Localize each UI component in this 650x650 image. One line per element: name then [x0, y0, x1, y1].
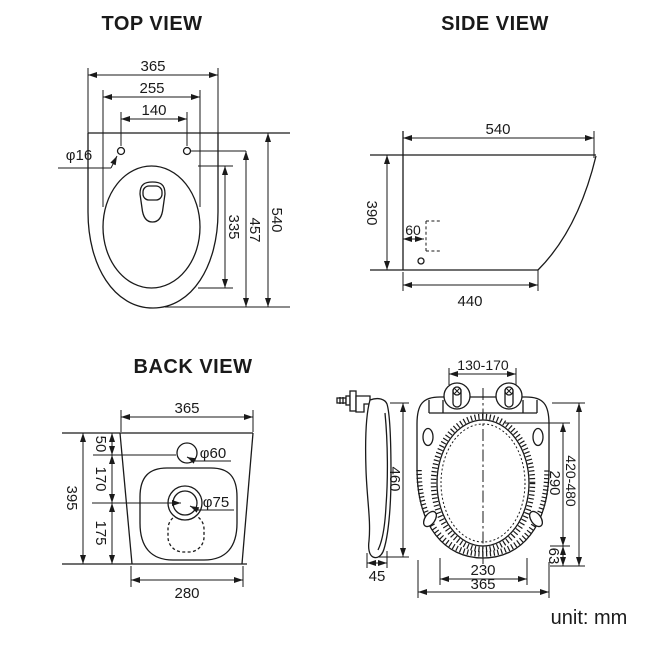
svg-text:395: 395 [63, 485, 80, 510]
svg-text:175: 175 [92, 520, 109, 545]
svg-text:457: 457 [246, 217, 263, 242]
seat-view: 460 45 [336, 357, 585, 598]
label-inlet-diameter: φ60 [186, 445, 231, 464]
dim-bracket-offset: 60 [403, 220, 441, 265]
dim-opening-length: 290 [505, 422, 570, 547]
unit-note: unit: mm [551, 607, 628, 629]
dim-inner-length: 335 [198, 165, 242, 289]
seat-top-view: 130-170 290 63 420-480 [416, 357, 585, 598]
rim-outline [102, 165, 201, 289]
dim-back-bottom-width: 280 [130, 566, 244, 602]
buffer-pad [422, 510, 438, 528]
dim-back-segments: 50 170 175 [92, 433, 181, 564]
back-left-edge [119, 432, 133, 565]
dim-seat-length: 460 [386, 466, 403, 491]
seat-profile-inner-line [377, 412, 389, 551]
seat-fixing-hole-left [116, 146, 126, 156]
side-front-curve [537, 155, 597, 271]
buffer-pad [422, 427, 434, 447]
dim-rim-length: 457 [165, 151, 290, 308]
seat-side-profile: 460 45 [336, 390, 409, 585]
svg-text:365: 365 [174, 400, 199, 417]
back-recess-outline [139, 467, 238, 561]
side-view-title: SIDE VIEW [441, 13, 549, 35]
svg-text:420-480: 420-480 [563, 455, 579, 507]
dim-overall-depth: 540 [265, 133, 285, 307]
seat-fixing-hole-right [182, 146, 192, 156]
dim-hinge-spacing: 130-170 [448, 357, 517, 385]
svg-text:50: 50 [92, 436, 109, 453]
back-view: BACK VIEW 365 395 50 170 [62, 356, 254, 602]
dim-base-depth: 440 [402, 270, 539, 310]
back-view-title: BACK VIEW [134, 356, 253, 378]
dim-side-height: 390 [363, 155, 390, 270]
dim-back-height: 395 [63, 433, 86, 564]
hinge-plate [349, 390, 357, 412]
seat-opening-dotted [440, 423, 526, 543]
back-right-edge [241, 432, 254, 565]
dim-rear-gap: 63 [545, 546, 566, 566]
svg-text:170: 170 [92, 466, 109, 491]
dim-rim-width: 255 [102, 80, 201, 207]
svg-text:290: 290 [546, 470, 563, 495]
svg-text:540: 540 [268, 207, 285, 232]
dim-seat-thickness: 45 [369, 568, 386, 585]
svg-text:140: 140 [141, 102, 166, 119]
side-fixing-hole [417, 257, 425, 265]
top-view-title: TOP VIEW [101, 13, 202, 35]
svg-text:390: 390 [363, 200, 380, 225]
flush-outlet-inner [142, 185, 163, 201]
svg-text:60: 60 [405, 222, 421, 238]
svg-text:230: 230 [470, 562, 495, 579]
buffer-pad [528, 510, 544, 528]
svg-text:440: 440 [457, 293, 482, 310]
label-outlet-diameter: φ75 [189, 494, 234, 513]
svg-text:130-170: 130-170 [457, 357, 509, 373]
svg-text:365: 365 [470, 576, 495, 593]
dim-install-range: 420-480 [550, 402, 585, 567]
top-view: TOP VIEW 365 255 140 [58, 13, 290, 309]
label-hole-diameter: φ16 [58, 147, 118, 169]
flush-outlet-outline [139, 181, 166, 223]
dim-side-depth: 540 [403, 121, 595, 158]
dim-hole-spacing: 140 [120, 102, 188, 146]
svg-text:255: 255 [139, 80, 164, 97]
buffer-pad [532, 427, 544, 447]
dim-overall-width: 365 [87, 58, 219, 133]
svg-text:365: 365 [140, 58, 165, 75]
svg-text:540: 540 [485, 121, 510, 138]
dim-opening-width: 230 [439, 558, 528, 585]
svg-text:φ75: φ75 [203, 494, 229, 511]
svg-text:φ60: φ60 [200, 445, 226, 462]
dim-back-top-width: 365 [120, 400, 254, 432]
hinge-screw-thread [336, 397, 347, 404]
svg-text:φ16: φ16 [66, 147, 92, 164]
svg-text:280: 280 [174, 585, 199, 602]
hinge-bracket [355, 395, 371, 413]
svg-text:335: 335 [225, 214, 242, 239]
pan-outer-outline [87, 133, 219, 309]
svg-text:63: 63 [545, 548, 562, 565]
side-view: SIDE VIEW 540 390 60 4 [363, 13, 597, 310]
dim-seat-width: 365 [417, 560, 550, 598]
